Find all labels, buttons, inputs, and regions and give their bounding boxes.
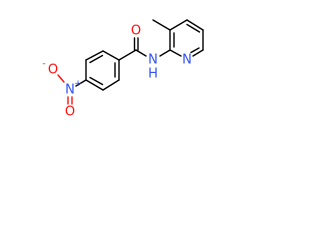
bond [169,49,182,57]
double-bond [190,47,200,54]
bond [57,74,65,83]
double-bond [89,76,104,86]
bond [135,49,147,57]
pyridine-ring [152,19,204,57]
methyl-bond [152,19,171,31]
oxygen-atom-label: O [48,63,58,78]
bond [159,49,171,57]
bond [85,50,104,61]
bond [118,49,137,61]
oxygen-atom-label: O [131,24,141,39]
bond [102,50,120,61]
double-bond [186,23,201,33]
bond [169,19,188,31]
positive-charge-label: + [74,79,82,89]
bond [102,79,120,91]
chemical-structure: O N H N N + O - O [42,19,204,120]
double-bond [89,54,104,64]
bond [192,49,204,57]
bond [75,79,87,87]
hydrogen-atom-label: H [148,67,158,82]
amide-group [118,37,171,61]
pyridine-nitrogen-label: N [182,53,192,68]
nitrogen-atom-label: N [148,53,158,68]
bond [85,79,104,91]
nitro-group [57,74,87,105]
benzene-ring [85,50,120,91]
nitro-nitrogen-label: N [65,83,75,98]
oxygen-atom-label: O [65,105,75,120]
negative-charge-label: - [42,59,45,69]
bond [186,19,204,31]
